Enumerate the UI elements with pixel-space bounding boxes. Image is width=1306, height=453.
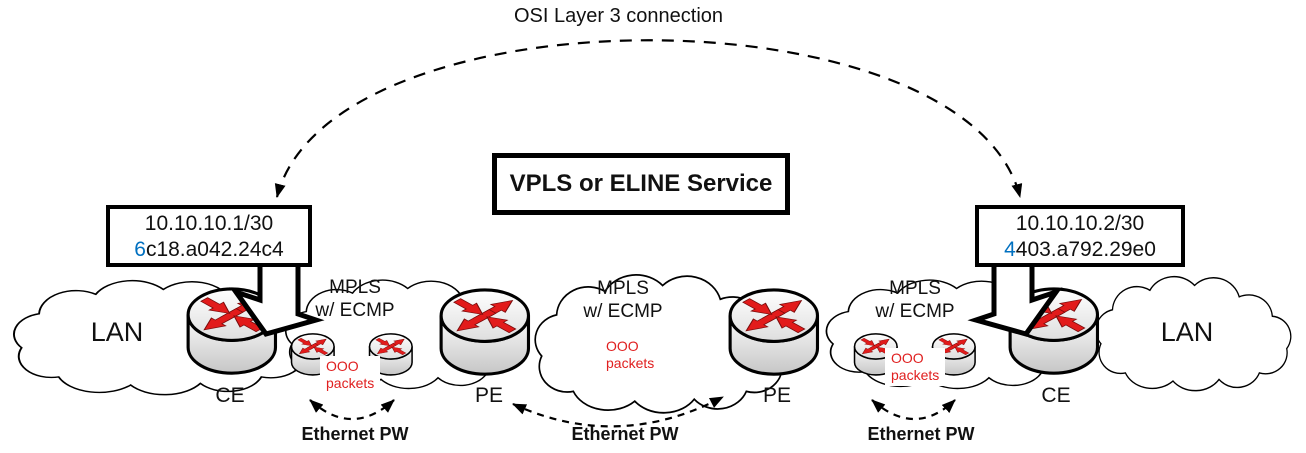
pw-arc-middle — [512, 396, 724, 428]
ooo-packets-right: OOO packets — [885, 348, 946, 386]
ooo-middle-line2: packets — [606, 355, 655, 371]
ooo-packets-left: OOO packets — [320, 356, 381, 394]
ooo-middle-line1: OOO — [606, 338, 639, 354]
mpls-label-middle: MPLS w/ ECMP — [568, 277, 678, 323]
lan-left-label: LAN — [90, 317, 144, 347]
ethernet-pw-label-middle: Ethernet PW — [571, 424, 679, 444]
endpoint-right-ip: 10.10.10.2/30 — [1015, 212, 1145, 235]
endpoint-box-right: 10.10.10.2/30 4403.a792.29e0 — [975, 205, 1185, 267]
pw-arc-right — [871, 399, 956, 420]
ethernet-pw-label-left: Ethernet PW — [301, 424, 409, 444]
pw-arc-left — [309, 399, 395, 420]
osi-layer3-arc — [274, 39, 1023, 198]
endpoint-right-mac: 4403.a792.29e0 — [979, 237, 1181, 263]
ooo-right-line2: packets — [891, 367, 940, 383]
endpoint-right-arrow — [967, 259, 1063, 337]
mpls-right-line1: MPLS — [889, 278, 941, 299]
pe-left-router-icon — [439, 288, 531, 376]
ooo-right-line1: OOO — [891, 350, 924, 366]
endpoint-left-mac-rest: c18.a042.24c4 — [145, 238, 284, 261]
endpoint-right-mac-rest: 403.a792.29e0 — [1015, 238, 1156, 261]
endpoint-left-mac: 6c18.a042.24c4 — [110, 237, 308, 263]
mpls-label-right: MPLS w/ ECMP — [860, 277, 970, 323]
service-box: VPLS or ELINE Service — [492, 153, 790, 215]
ooo-packets-middle: OOO packets — [600, 336, 661, 374]
osi-connection-label: OSI Layer 3 connection — [514, 5, 724, 27]
ooo-left-line2: packets — [326, 375, 375, 391]
endpoint-left-mac-prefix: 6 — [134, 238, 146, 261]
endpoint-right-mac-prefix: 4 — [1004, 238, 1016, 261]
pe-right-router-icon — [728, 288, 820, 376]
mpls-right-line2: w/ ECMP — [875, 301, 955, 322]
pe-left-label: PE — [474, 384, 503, 407]
mpls-label-left: MPLS w/ ECMP — [300, 276, 410, 322]
mpls-middle-line2: w/ ECMP — [583, 301, 663, 322]
pe-right-label: PE — [762, 384, 791, 407]
mpls-middle-line1: MPLS — [597, 278, 649, 299]
endpoint-box-left: 10.10.10.1/30 6c18.a042.24c4 — [106, 205, 312, 267]
endpoint-left-arrow — [229, 259, 325, 337]
ethernet-pw-label-right: Ethernet PW — [867, 424, 975, 444]
mpls-left-line2: w/ ECMP — [315, 300, 395, 321]
ce-right-label: CE — [1041, 384, 1071, 407]
ce-left-label: CE — [215, 384, 245, 407]
endpoint-left-ip: 10.10.10.1/30 — [144, 212, 274, 235]
lan-right-label: LAN — [1160, 317, 1214, 347]
ooo-left-line1: OOO — [326, 358, 359, 374]
mpls-left-line1: MPLS — [329, 277, 381, 298]
